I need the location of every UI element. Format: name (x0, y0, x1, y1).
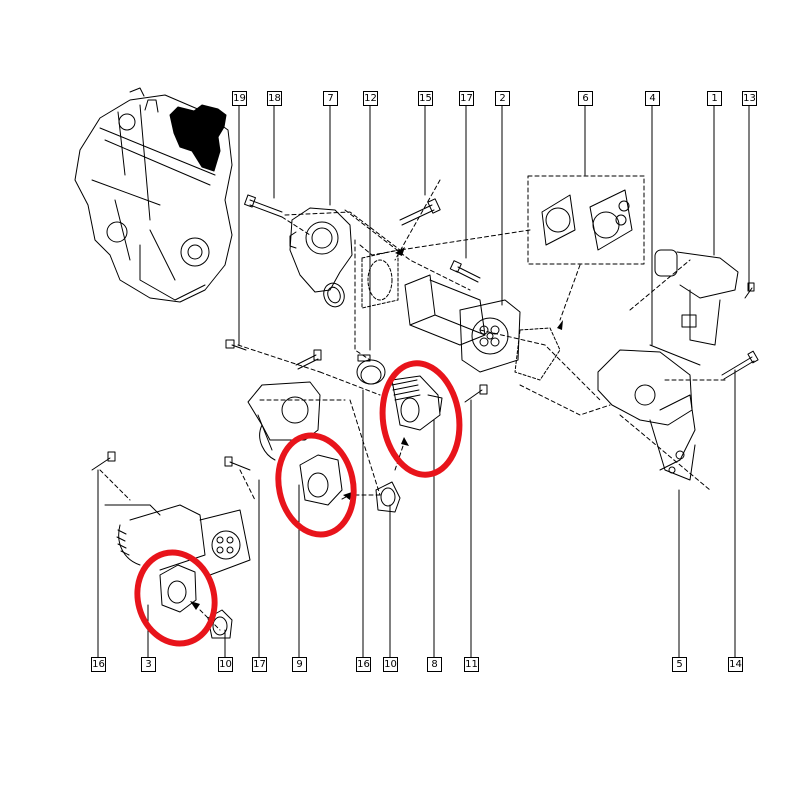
callout-3: 3 (141, 657, 156, 672)
gasket-dashed-2 (514, 327, 561, 381)
egr-valve-1 (649, 249, 739, 366)
callout-5: 5 (672, 657, 687, 672)
callout-8: 8 (427, 657, 442, 672)
callout-19: 19 (232, 91, 247, 106)
callout-2: 2 (495, 91, 510, 106)
highlighted-engine-region (169, 104, 227, 172)
bolt-11 (464, 384, 488, 403)
flange-9 (247, 381, 321, 461)
clamp-12 (356, 354, 386, 385)
highlight-part-9 (275, 432, 357, 538)
callout-16: 16 (356, 657, 371, 672)
pipe-8 (391, 375, 443, 431)
callout-12: 12 (363, 91, 378, 106)
callout-14: 14 (728, 657, 743, 672)
callout-7: 7 (323, 91, 338, 106)
gasket-10-lower (207, 609, 233, 639)
callout-11: 11 (464, 657, 479, 672)
leader-lines-top (238, 103, 750, 351)
callout-18: 18 (267, 91, 282, 106)
gasket-dashed (361, 249, 399, 309)
bolt-16-mid (295, 349, 322, 370)
cooler-2 (404, 274, 521, 373)
direction-arrows (190, 247, 563, 610)
callout-4: 4 (645, 91, 660, 106)
bolt-19 (225, 339, 247, 351)
flange-part-9 (299, 454, 343, 506)
gasket-10-mid (375, 481, 401, 513)
gasket-kit-6 (527, 175, 645, 265)
highlight-part-8 (379, 360, 463, 478)
leader-lines-bottom (97, 369, 736, 658)
bolt-14 (721, 350, 759, 380)
assembly-guide-lines (99, 179, 726, 631)
engine-thumbnail (74, 87, 233, 303)
callout-13: 13 (742, 91, 757, 106)
callout-16: 16 (91, 657, 106, 672)
callout-1: 1 (707, 91, 722, 106)
bolt-15 (399, 198, 441, 226)
bolt-18 (244, 194, 283, 218)
cooler-3 (104, 504, 251, 576)
highlight-ellipses (134, 360, 463, 647)
callout-17: 17 (252, 657, 267, 672)
housing-4 (597, 349, 696, 481)
callout-6: 6 (578, 91, 593, 106)
callout-17: 17 (459, 91, 474, 106)
bolt-16-lower (91, 451, 116, 471)
bolt-17-top (449, 260, 481, 283)
callout-15: 15 (418, 91, 433, 106)
callout-10: 10 (383, 657, 398, 672)
callout-9: 9 (292, 657, 307, 672)
flange-part-3 (159, 564, 197, 613)
housing-7 (289, 207, 353, 308)
callout-10: 10 (218, 657, 233, 672)
bolt-17-lower (224, 456, 251, 471)
highlight-part-3 (134, 549, 218, 647)
bolt-13 (744, 282, 755, 299)
